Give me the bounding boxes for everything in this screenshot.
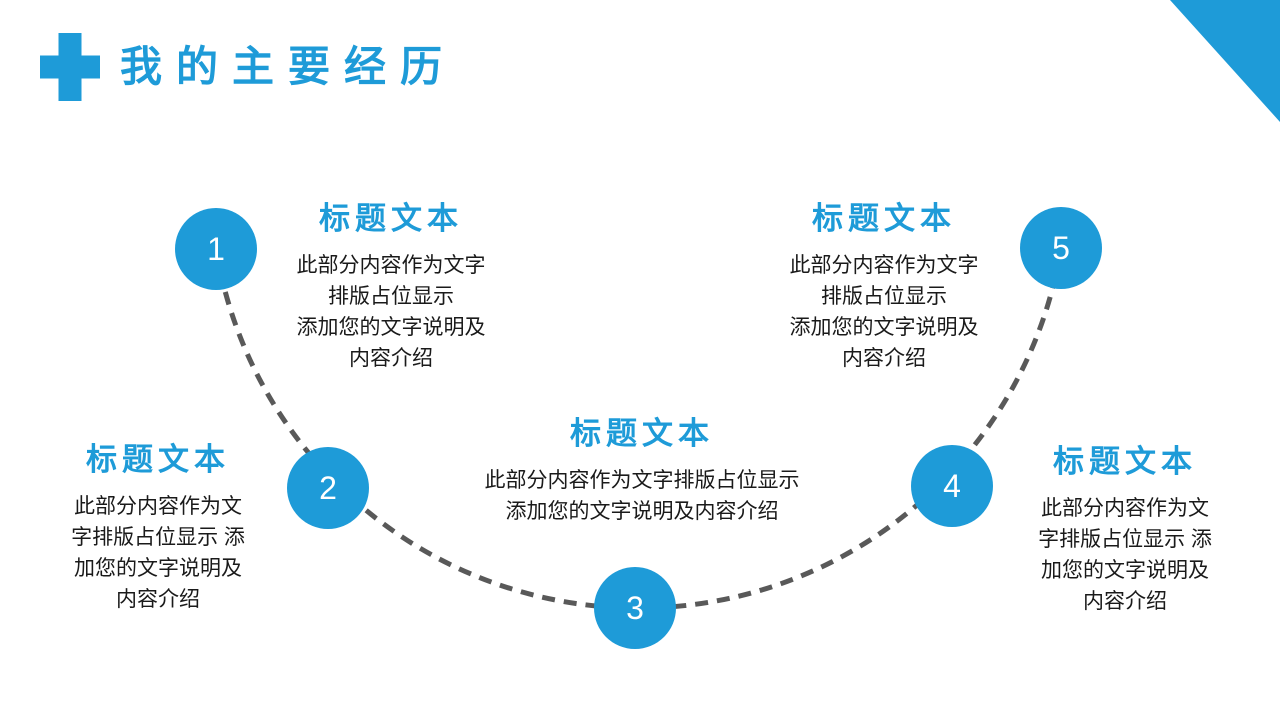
timeline-node-3: 3 <box>594 567 676 649</box>
step-5-body: 此部分内容作为文字 排版占位显示 添加您的文字说明及 内容介绍 <box>789 254 979 370</box>
step-5-title: 标题文本 <box>812 201 956 236</box>
corner-triangle-decoration <box>1170 0 1280 122</box>
step-block-2: 标题文本 此部分内容作为文 字排版占位显示 添 加您的文字说明及 内容介绍 <box>50 441 266 615</box>
step-4-title: 标题文本 <box>1053 444 1197 479</box>
timeline-node-4-number: 4 <box>943 467 961 504</box>
slide-header: 我的主要经历 <box>40 33 456 101</box>
timeline-node-4: 4 <box>911 445 993 527</box>
timeline-node-5: 5 <box>1020 207 1102 289</box>
timeline-node-3-number: 3 <box>626 589 644 626</box>
timeline-node-2-number: 2 <box>319 469 337 506</box>
step-3-body: 此部分内容作为文字排版占位显示 添加您的文字说明及内容介绍 <box>484 469 800 523</box>
timeline-node-2: 2 <box>287 447 369 529</box>
slide-title: 我的主要经历 <box>120 43 457 90</box>
step-1-title: 标题文本 <box>319 201 463 236</box>
step-1-body: 此部分内容作为文字 排版占位显示 添加您的文字说明及 内容介绍 <box>296 254 486 370</box>
step-block-5: 标题文本 此部分内容作为文字 排版占位显示 添加您的文字说明及 内容介绍 <box>764 200 1004 374</box>
timeline-node-5-number: 5 <box>1052 229 1070 266</box>
step-block-4: 标题文本 此部分内容作为文 字排版占位显示 添 加您的文字说明及 内容介绍 <box>1017 443 1233 617</box>
timeline-node-1: 1 <box>175 208 257 290</box>
step-block-3: 标题文本 此部分内容作为文字排版占位显示 添加您的文字说明及内容介绍 <box>462 415 822 527</box>
step-block-1: 标题文本 此部分内容作为文字 排版占位显示 添加您的文字说明及 内容介绍 <box>271 200 511 374</box>
timeline-node-1-number: 1 <box>207 230 225 267</box>
step-2-title: 标题文本 <box>86 442 230 477</box>
step-4-body: 此部分内容作为文 字排版占位显示 添 加您的文字说明及 内容介绍 <box>1038 497 1212 613</box>
plus-icon <box>40 33 100 101</box>
step-2-body: 此部分内容作为文 字排版占位显示 添 加您的文字说明及 内容介绍 <box>71 495 245 611</box>
step-3-title: 标题文本 <box>570 416 714 451</box>
